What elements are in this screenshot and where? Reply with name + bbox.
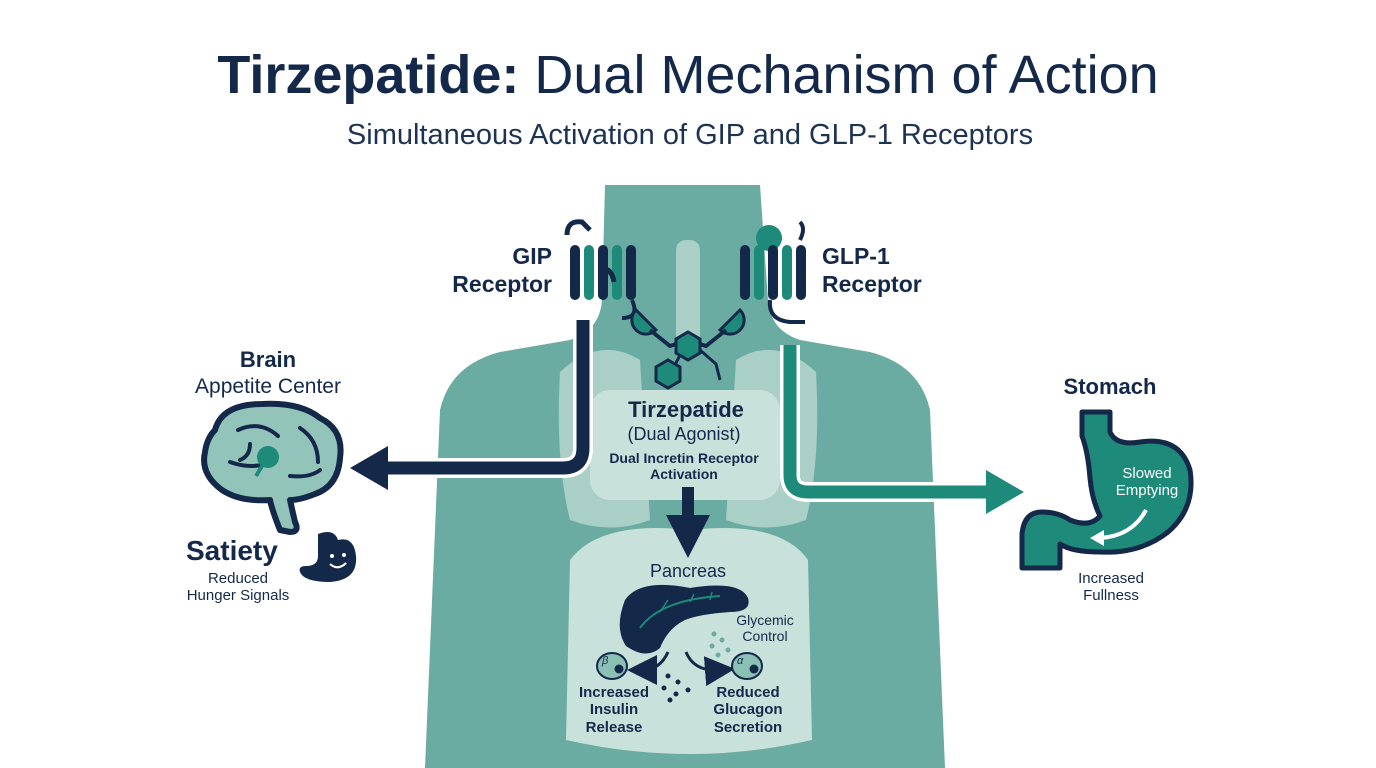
- stomach-inner-text: Slowed Emptying: [1116, 465, 1179, 500]
- glucagon-line1: Reduced: [716, 684, 780, 701]
- insulin-release-label: Increased Insulin Release: [579, 684, 649, 736]
- stomach-icon: [1019, 409, 1194, 571]
- insulin-arrow: [627, 651, 670, 685]
- hormone-dots: [661, 673, 691, 703]
- center-drug-type: (Dual Agonist): [627, 424, 741, 444]
- glucagon-line3: Secretion: [713, 718, 783, 736]
- beta-symbol: β: [602, 655, 609, 667]
- center-desc-line2: Activation: [650, 466, 718, 483]
- stomach-effect: Increased Fullness: [1078, 570, 1144, 605]
- page-subtitle: Simultaneous Activation of GIP and GLP-1…: [346, 119, 1034, 151]
- stomach-effect-line2: Fullness: [1083, 587, 1139, 605]
- glycemic-line1: Glycemic: [736, 612, 794, 628]
- insulin-line2: Insulin: [589, 701, 639, 719]
- brain-title: Brain: [239, 347, 297, 372]
- glycemic-control-label: Glycemic Control: [736, 612, 794, 644]
- beta-cell-icon: [596, 652, 628, 680]
- satiety-label: Satiety: [186, 535, 278, 566]
- glp1-receptor-line2: Receptor: [822, 270, 922, 297]
- down-arrow-head: [666, 515, 710, 558]
- page-title: Tirzepatide: Dual Mechanism of Action: [217, 45, 1159, 105]
- brain-subtitle: Appetite Center: [195, 375, 341, 398]
- gip-receptor-icon: [564, 219, 637, 320]
- center-desc-line1: Dual Incretin Receptor: [609, 450, 759, 466]
- glycemic-line2: Control: [742, 628, 788, 645]
- alpha-cell-icon: [731, 652, 763, 680]
- tirzepatide-molecule-icon: [630, 307, 746, 390]
- abdomen-area: [566, 528, 812, 754]
- stomach-inner-line2: Emptying: [1115, 482, 1179, 500]
- center-drug-desc: Dual Incretin Receptor Activation: [609, 450, 758, 482]
- insulin-line3: Release: [585, 718, 643, 736]
- center-drug-name: Tirzepatide: [628, 397, 744, 422]
- trachea: [676, 240, 700, 350]
- center-panel: [590, 390, 780, 500]
- alpha-symbol: α: [737, 655, 744, 667]
- title-regular: Dual Mechanism of Action: [534, 45, 1159, 105]
- glucagon-secretion-label: Reduced Glucagon Secretion: [713, 684, 782, 736]
- glucagon-line2: Glucagon: [713, 701, 783, 719]
- insulin-line1: Increased: [578, 684, 650, 701]
- stomach-inner-line1: Slowed: [1122, 465, 1172, 482]
- glp1-receptor-icon: [740, 220, 806, 324]
- brain-icon: [201, 400, 344, 535]
- glp1-receptor-line1: GLP-1: [822, 243, 890, 269]
- satiety-desc-line2: Hunger Signals: [186, 587, 290, 605]
- gip-to-brain-arrow: [380, 320, 590, 475]
- gip-arrowhead: [350, 446, 388, 490]
- satiety-desc-line1: Reduced: [207, 570, 269, 587]
- glucagon-arrow: [684, 651, 735, 687]
- glp1-receptor-label: GLP-1 Receptor: [822, 243, 922, 298]
- glp1-arrowhead: [986, 470, 1024, 514]
- gip-receptor-line2: Receptor: [452, 270, 552, 297]
- satiety-stomach-icon: [299, 532, 357, 582]
- pancreas-title: Pancreas: [649, 561, 727, 581]
- title-bold: Tirzepatide:: [217, 45, 520, 105]
- glp1-to-stomach-arrow: [783, 345, 990, 499]
- stomach-title: Stomach: [1063, 374, 1157, 399]
- satiety-desc: Reduced Hunger Signals: [187, 570, 290, 605]
- gip-receptor-label: GIP Receptor: [452, 243, 552, 298]
- stomach-effect-line1: Increased: [1078, 570, 1144, 587]
- pancreas-icon: [619, 584, 749, 654]
- gip-receptor-line1: GIP: [512, 243, 552, 269]
